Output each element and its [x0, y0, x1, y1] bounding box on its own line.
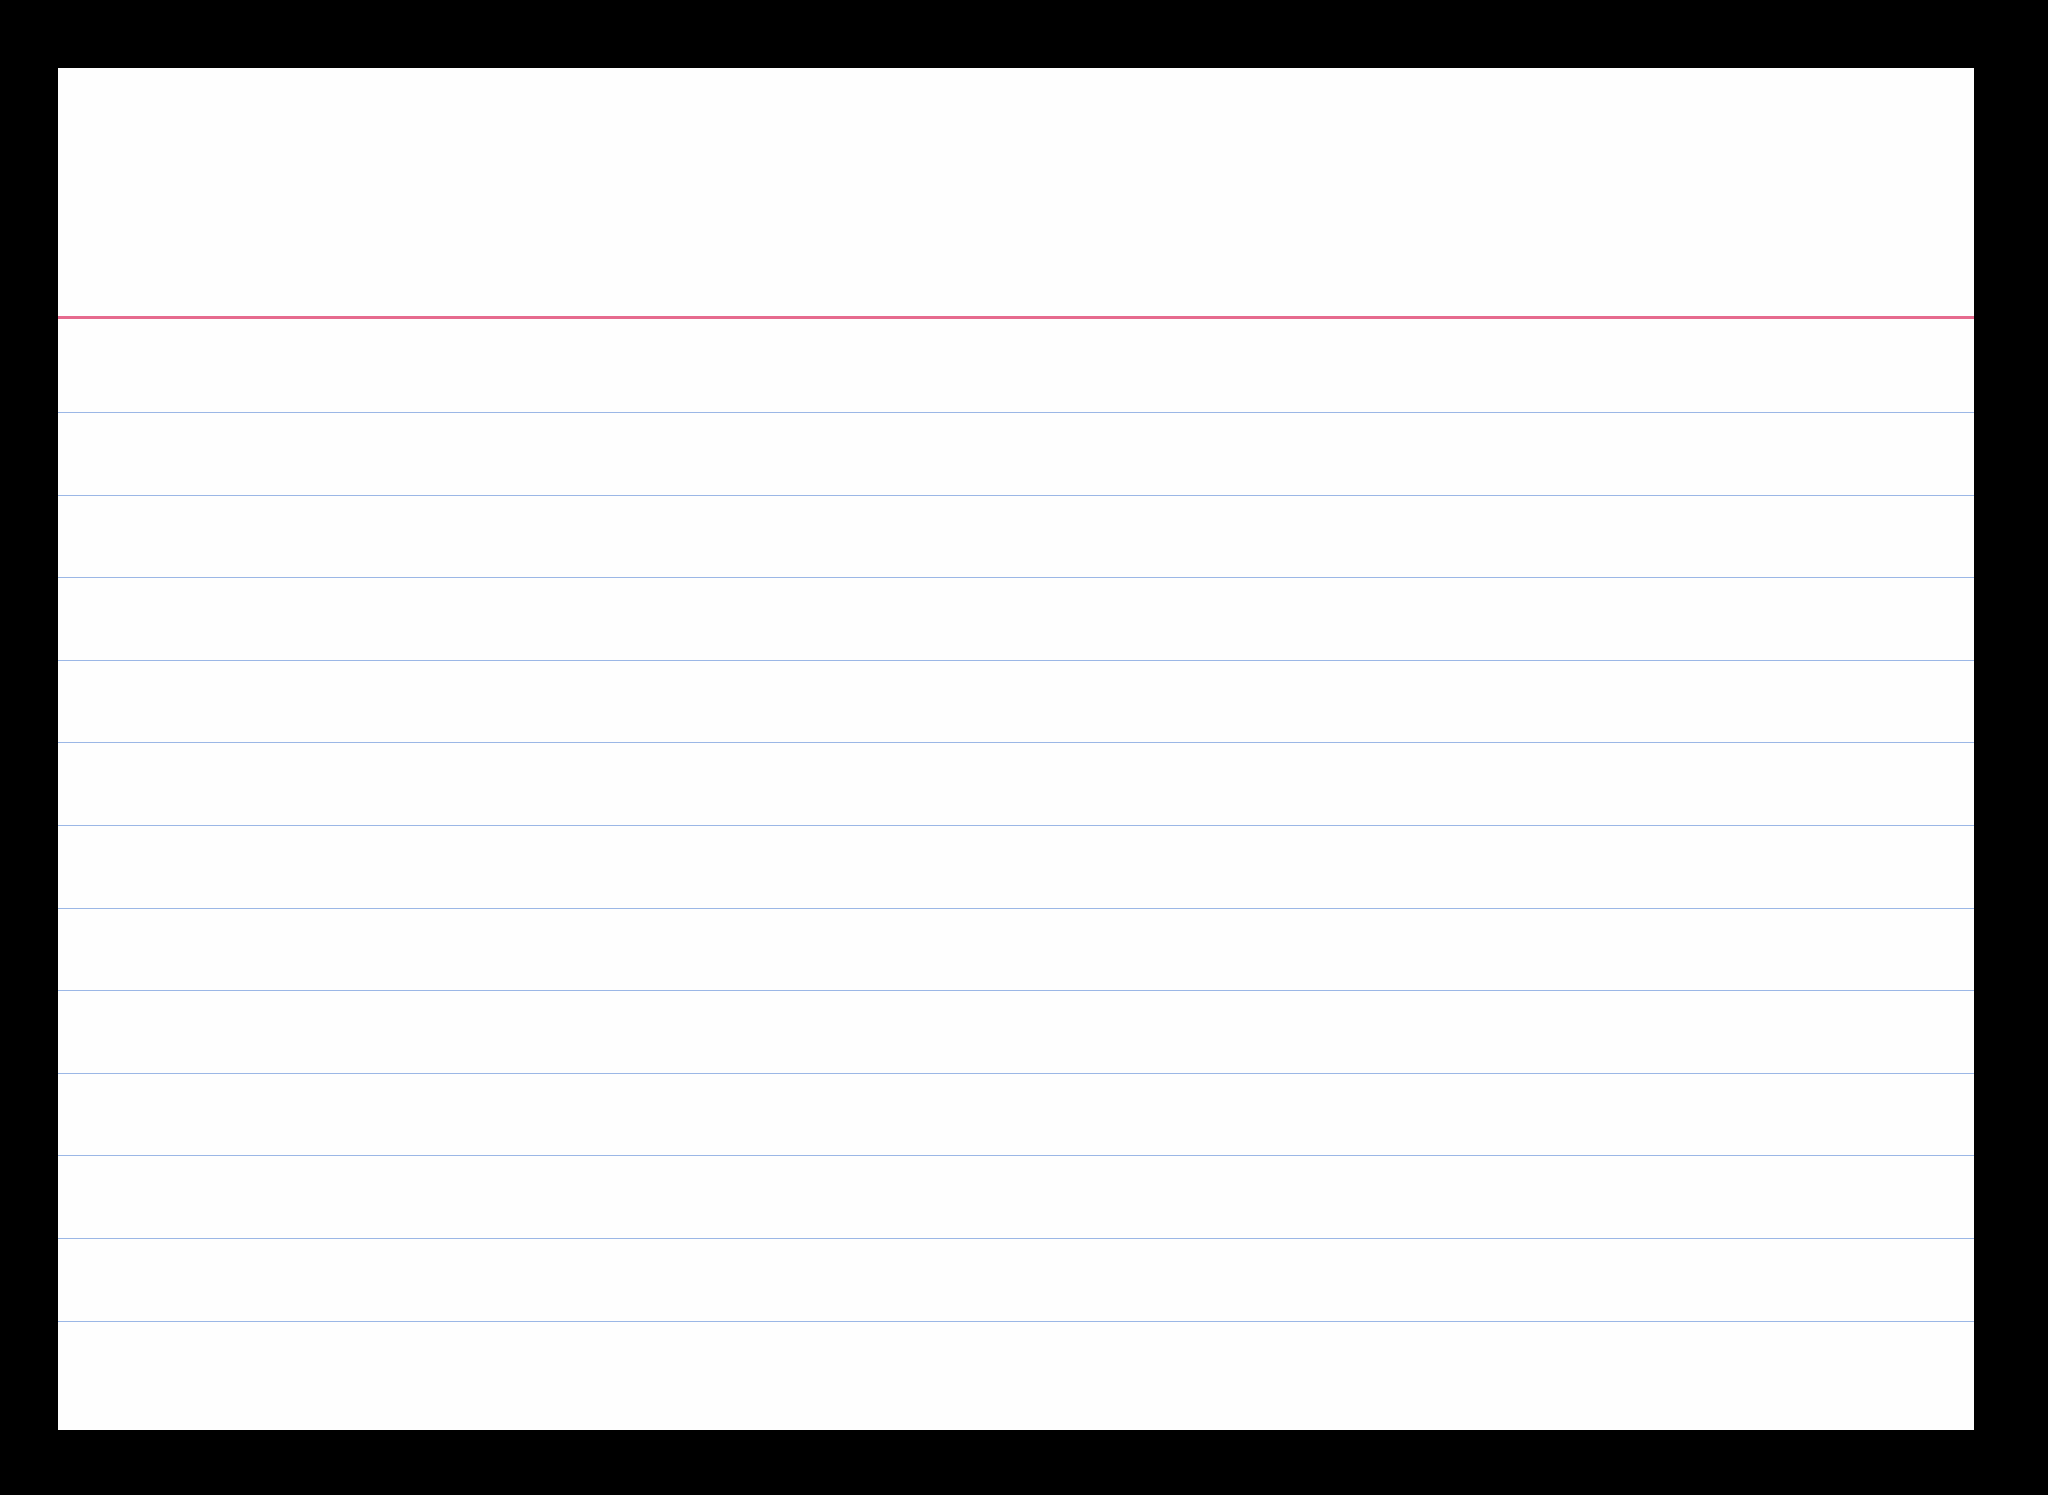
body-rule	[58, 412, 1974, 413]
body-rule	[58, 908, 1974, 909]
body-rule	[58, 990, 1974, 991]
body-rule	[58, 1073, 1974, 1074]
body-rule	[58, 577, 1974, 578]
body-rule	[58, 1321, 1974, 1322]
index-card	[58, 68, 1974, 1430]
body-rule	[58, 1238, 1974, 1239]
header-rule	[58, 316, 1974, 319]
body-rule	[58, 742, 1974, 743]
body-rule	[58, 1155, 1974, 1156]
body-rule	[58, 495, 1974, 496]
body-rule	[58, 660, 1974, 661]
body-rule	[58, 825, 1974, 826]
